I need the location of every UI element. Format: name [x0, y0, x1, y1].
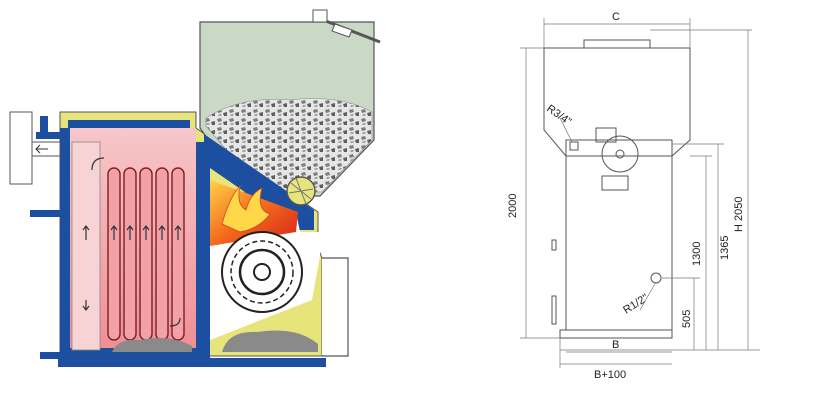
dim-label-b100: B+100: [594, 369, 626, 381]
boiler-base: [58, 358, 326, 367]
hopper-lid: [312, 9, 381, 44]
fitting-top: [569, 141, 579, 151]
ash-pile-right: [222, 330, 318, 352]
flue-duct: [71, 141, 101, 351]
dim-label-1300: 1300: [691, 242, 703, 266]
water-jacket-left: [60, 128, 70, 356]
base-outline: [559, 329, 673, 339]
ash-door: [322, 257, 349, 357]
dim-label-1365: 1365: [719, 236, 731, 260]
dim-label-b: B: [612, 339, 619, 351]
dimension-lines: [520, 18, 760, 368]
flame-icon: [221, 184, 271, 233]
dim-label-c: C: [612, 11, 620, 23]
heat-exchanger-tubes: [107, 167, 185, 341]
blower-fan-icon: [601, 135, 639, 173]
feeder-rotor: [286, 176, 316, 206]
dim-label-h2050: H 2050: [733, 197, 745, 232]
lid-outline: [583, 39, 651, 49]
dim-label-r12: R1/2": [621, 292, 650, 317]
pipe-connections: [30, 116, 60, 359]
dim-label-2000: 2000: [507, 194, 519, 218]
dim-label-505: 505: [681, 310, 693, 328]
flue-outlet: [9, 111, 61, 185]
boiler-cutaway: [9, 9, 381, 367]
body-outline: [565, 139, 673, 331]
fitting-bottom: [650, 272, 662, 284]
ash-pile-left: [112, 338, 192, 352]
dim-label-r34: R3/4": [544, 103, 573, 128]
grate-wheel: [221, 231, 303, 313]
dimension-drawing: [520, 18, 760, 368]
water-jacket-bottom: [60, 348, 210, 358]
gas-flow-arrows: [82, 157, 181, 327]
